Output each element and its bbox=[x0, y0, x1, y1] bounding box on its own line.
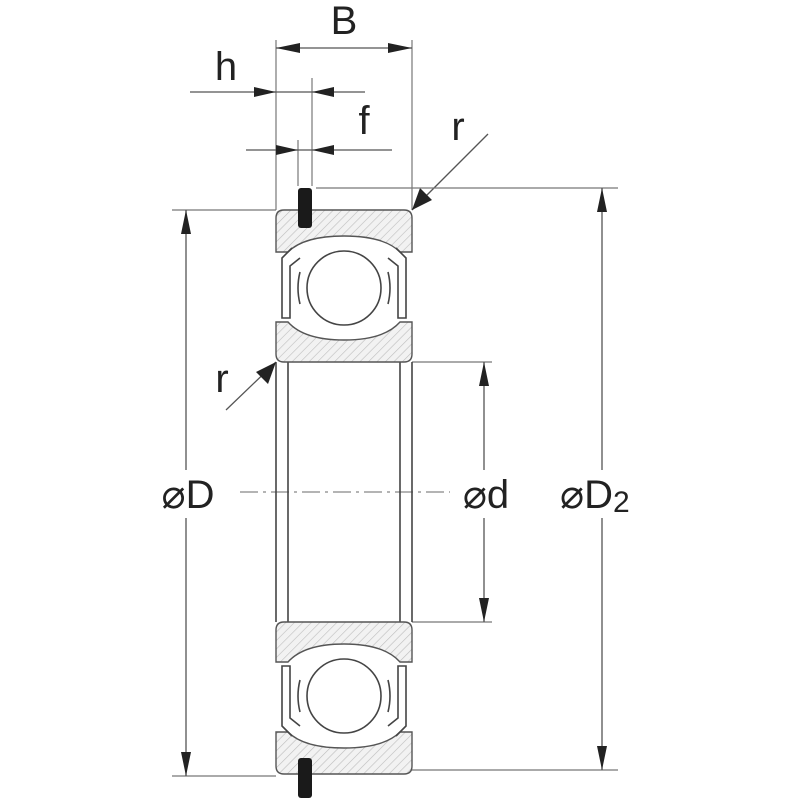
d2-arrow-bottom bbox=[597, 746, 607, 770]
inner-ring-lower bbox=[275, 621, 413, 663]
snap-ring-upper bbox=[298, 188, 312, 228]
d2-arrow-top bbox=[597, 188, 607, 212]
h-arrow-right bbox=[312, 87, 334, 97]
b-arrow-right bbox=[388, 43, 412, 53]
snap-ring-lower bbox=[298, 758, 312, 798]
d2-label-bg bbox=[556, 470, 650, 518]
cage-left-lower bbox=[297, 679, 301, 713]
upper-section bbox=[275, 188, 413, 363]
ball-lower bbox=[306, 658, 382, 734]
label-d2: ⌀D2 bbox=[560, 473, 630, 519]
bore-arrow-bottom bbox=[479, 598, 489, 622]
f-arrow-left bbox=[276, 145, 298, 155]
b-arrow-left bbox=[276, 43, 300, 53]
label-h: h bbox=[215, 45, 237, 89]
r-top-arrow bbox=[412, 188, 432, 210]
shield-left-upper bbox=[281, 247, 301, 319]
h-arrow-left bbox=[254, 87, 276, 97]
label-bore: ⌀d bbox=[463, 473, 509, 517]
inner-ring-upper bbox=[275, 321, 413, 363]
r-bottom-arrow bbox=[256, 362, 276, 384]
bore-label-bg bbox=[450, 470, 520, 518]
cage-right-lower bbox=[387, 679, 391, 713]
label-f: f bbox=[358, 99, 370, 143]
outer-ring-upper bbox=[275, 209, 413, 253]
label-d2-subscript: 2 bbox=[613, 486, 630, 519]
d-arrow-bottom bbox=[181, 752, 191, 776]
d-label-bg bbox=[150, 470, 224, 518]
label-b: B bbox=[331, 0, 358, 43]
shield-left-lower bbox=[281, 665, 301, 737]
label-r-top: r bbox=[451, 105, 464, 149]
f-arrow-right bbox=[312, 145, 334, 155]
label-d-outer: ⌀D bbox=[162, 473, 215, 517]
lower-section bbox=[275, 621, 413, 798]
cage-right-upper bbox=[387, 271, 391, 305]
cage-left-upper bbox=[297, 271, 301, 305]
ball-upper bbox=[306, 250, 382, 326]
outer-ring-lower bbox=[275, 731, 413, 775]
shield-right-upper bbox=[387, 247, 407, 319]
bore-arrow-top bbox=[479, 362, 489, 386]
shield-right-lower bbox=[387, 665, 407, 737]
label-r-bottom: r bbox=[215, 357, 228, 401]
d-arrow-top bbox=[181, 210, 191, 234]
label-d2-main: ⌀D bbox=[560, 473, 613, 517]
